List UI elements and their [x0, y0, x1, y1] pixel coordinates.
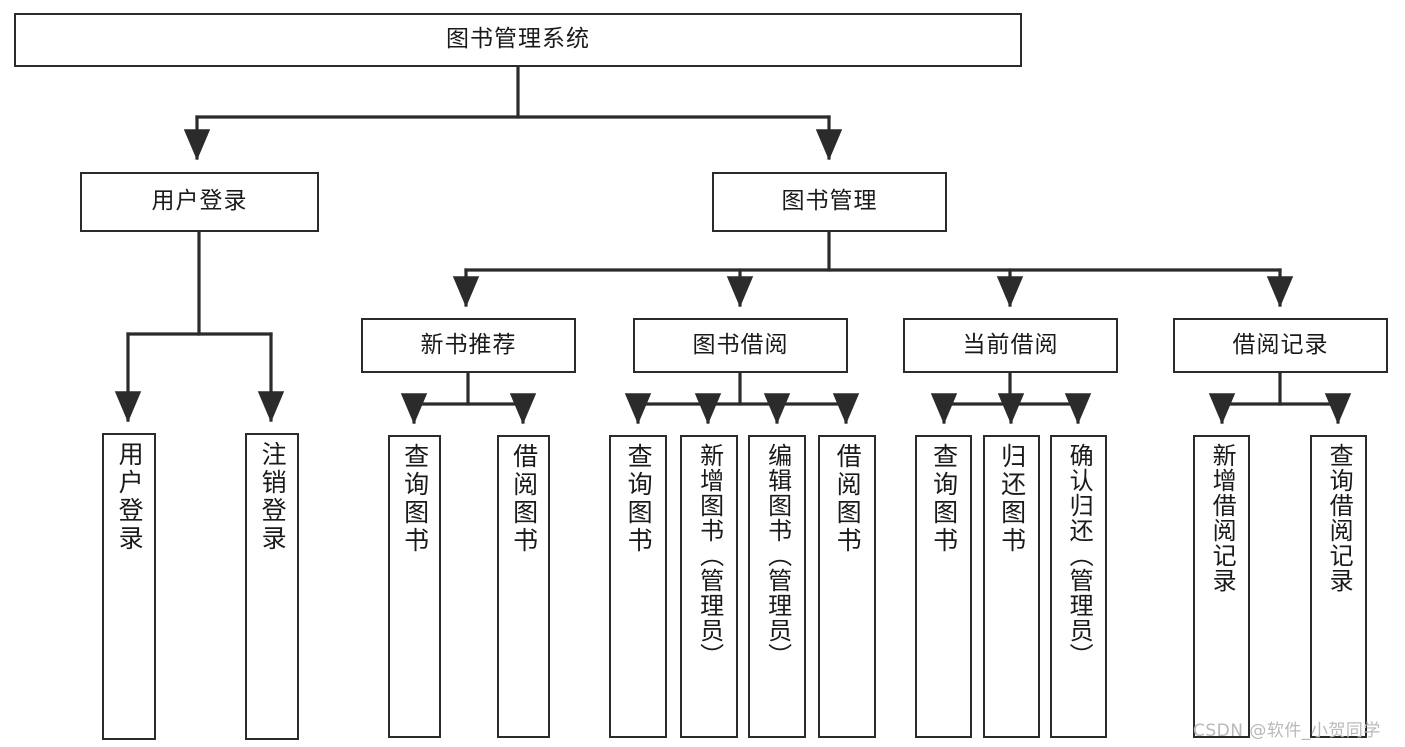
node-new-book-recommend-label: 新书推荐	[420, 331, 517, 358]
leaf-user-login-logout[interactable]: 注销登录	[245, 433, 299, 740]
leaf-user-login-login-label: 用户登录	[115, 441, 145, 553]
leaf-new-book-query[interactable]: 查询图书	[388, 435, 441, 738]
leaf-new-book-borrow[interactable]: 借阅图书	[497, 435, 550, 738]
leaf-current-query-book-label: 查询图书	[929, 443, 959, 555]
leaf-current-query-book[interactable]: 查询图书	[915, 435, 972, 738]
leaf-records-query-record-label: 查询借阅记录	[1325, 443, 1354, 593]
leaf-borrow-query-book-label: 查询图书	[624, 443, 654, 555]
node-borrow-records[interactable]: 借阅记录	[1173, 318, 1388, 373]
leaf-borrow-edit-book-label: 编辑图书（管理员）	[763, 443, 792, 668]
leaf-borrow-query-book[interactable]: 查询图书	[609, 435, 667, 738]
node-current-borrow[interactable]: 当前借阅	[903, 318, 1118, 373]
leaf-borrow-edit-book[interactable]: 编辑图书（管理员）	[748, 435, 806, 738]
leaf-user-login-logout-label: 注销登录	[258, 441, 288, 553]
node-current-borrow-label: 当前借阅	[962, 331, 1059, 358]
leaf-records-query-record[interactable]: 查询借阅记录	[1310, 435, 1367, 738]
leaf-current-return-book[interactable]: 归还图书	[983, 435, 1040, 738]
leaf-new-book-query-label: 查询图书	[400, 443, 430, 555]
node-book-borrow-label: 图书借阅	[692, 331, 789, 358]
leaf-borrow-add-book[interactable]: 新增图书（管理员）	[680, 435, 738, 738]
leaf-records-add-record[interactable]: 新增借阅记录	[1193, 435, 1250, 738]
leaf-borrow-borrow-book[interactable]: 借阅图书	[818, 435, 876, 738]
leaf-user-login-login[interactable]: 用户登录	[102, 433, 156, 740]
leaf-current-confirm-return-label: 确认归还（管理员）	[1065, 443, 1094, 668]
node-book-management[interactable]: 图书管理	[712, 172, 947, 232]
csdn-watermark: CSDN @软件_小贺同学	[1193, 721, 1381, 741]
node-user-login-label: 用户登录	[151, 188, 248, 215]
node-book-management-label: 图书管理	[781, 188, 878, 215]
node-borrow-records-label: 借阅记录	[1232, 331, 1329, 358]
leaf-records-add-record-label: 新增借阅记录	[1208, 443, 1237, 593]
leaf-borrow-borrow-book-label: 借阅图书	[833, 443, 863, 555]
node-root[interactable]: 图书管理系统	[14, 13, 1022, 67]
leaf-borrow-add-book-label: 新增图书（管理员）	[695, 443, 724, 668]
node-root-label: 图书管理系统	[446, 26, 590, 53]
leaf-new-book-borrow-label: 借阅图书	[509, 443, 539, 555]
node-new-book-recommend[interactable]: 新书推荐	[361, 318, 576, 373]
node-user-login[interactable]: 用户登录	[80, 172, 319, 232]
leaf-current-return-book-label: 归还图书	[997, 443, 1027, 555]
node-book-borrow[interactable]: 图书借阅	[633, 318, 848, 373]
leaf-current-confirm-return[interactable]: 确认归还（管理员）	[1050, 435, 1107, 738]
